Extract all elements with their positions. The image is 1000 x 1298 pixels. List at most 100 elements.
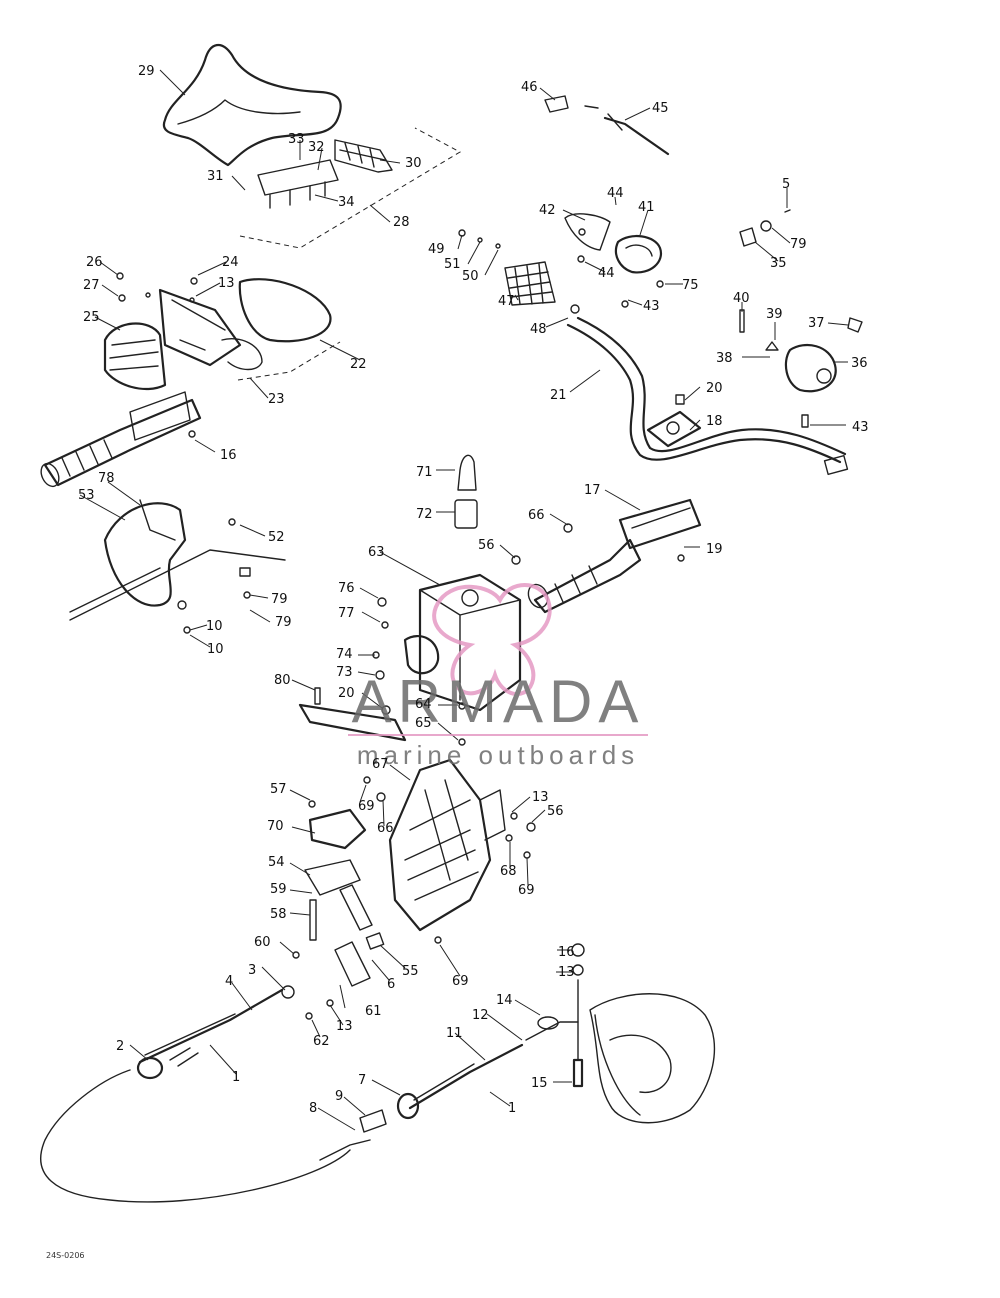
- callout-75: 75: [682, 278, 699, 293]
- callout-73: 73: [336, 665, 353, 680]
- callout-69: 69: [452, 974, 469, 989]
- lever-35-part: [739, 209, 791, 247]
- callout-54: 54: [268, 855, 285, 870]
- callout-14: 14: [496, 993, 513, 1008]
- callout-16: 16: [558, 945, 575, 960]
- callout-74: 74: [336, 647, 353, 662]
- callout-79: 79: [271, 592, 288, 607]
- callout-53: 53: [78, 488, 95, 503]
- callout-7: 7: [358, 1073, 366, 1088]
- callout-19: 19: [706, 542, 723, 557]
- callout-20: 20: [706, 381, 723, 396]
- callout-61: 61: [365, 1004, 382, 1019]
- pivot-16-15: [571, 943, 585, 1088]
- callout-37: 37: [808, 316, 825, 331]
- callout-9: 9: [335, 1089, 343, 1104]
- callout-3: 3: [248, 963, 256, 978]
- callout-79: 79: [790, 237, 807, 252]
- callout-51: 51: [444, 257, 461, 272]
- callout-36: 36: [851, 356, 868, 371]
- callout-32: 32: [308, 140, 325, 155]
- callout-24: 24: [222, 255, 239, 270]
- callout-52: 52: [268, 530, 285, 545]
- callout-45: 45: [652, 101, 669, 116]
- callout-33: 33: [288, 132, 305, 147]
- callout-43: 43: [643, 299, 660, 314]
- callout-43: 43: [852, 420, 869, 435]
- callout-28: 28: [393, 215, 410, 230]
- watermark-tagline: marine outboards: [357, 740, 639, 770]
- callout-23: 23: [268, 392, 285, 407]
- callout-38: 38: [716, 351, 733, 366]
- right-throttle-grip: [527, 498, 702, 614]
- callout-22: 22: [350, 357, 367, 372]
- callout-69: 69: [518, 883, 535, 898]
- handlebar-21: [566, 316, 849, 476]
- seat-cover-part: [162, 44, 342, 167]
- callout-31: 31: [207, 169, 224, 184]
- callout-25: 25: [83, 310, 100, 325]
- callout-1: 1: [232, 1070, 240, 1085]
- callout-62: 62: [313, 1034, 330, 1049]
- cable-11-assembly: [319, 1016, 579, 1161]
- cap-18-part: [646, 394, 702, 448]
- callout-1: 1: [508, 1101, 516, 1116]
- callout-35: 35: [770, 256, 787, 271]
- jet-pump-outline: [589, 993, 716, 1124]
- callout-76: 76: [338, 581, 355, 596]
- callout-56: 56: [547, 804, 564, 819]
- callout-26: 26: [86, 255, 103, 270]
- handle-grip-47: [458, 229, 556, 306]
- callout-11: 11: [446, 1026, 463, 1041]
- callout-8: 8: [309, 1101, 317, 1116]
- callout-13: 13: [336, 1019, 353, 1034]
- callout-41: 41: [638, 200, 655, 215]
- callout-10: 10: [207, 642, 224, 657]
- grip-pad-part: [334, 139, 393, 173]
- throttle-cable-part-45: [544, 95, 670, 156]
- callout-56: 56: [478, 538, 495, 553]
- callout-13: 13: [558, 965, 575, 980]
- callout-77: 77: [338, 606, 355, 621]
- callout-59: 59: [270, 882, 287, 897]
- watermark-logo: ARMADA marine outboards: [348, 583, 648, 770]
- callout-58: 58: [270, 907, 287, 922]
- callout-66: 66: [528, 508, 545, 523]
- bracket-56-part: [304, 808, 385, 950]
- reference-code: 24S-0206: [46, 1251, 85, 1260]
- callout-18: 18: [706, 414, 723, 429]
- callout-80: 80: [274, 673, 291, 688]
- callout-64: 64: [415, 697, 432, 712]
- bracket-31-34-part: [257, 159, 339, 209]
- steering-link-80: [298, 687, 407, 742]
- callout-79: 79: [275, 615, 292, 630]
- callout-6: 6: [387, 977, 395, 992]
- watermark-logo-icon: [432, 583, 552, 696]
- callout-67: 67: [372, 757, 389, 772]
- main-cable-1: [40, 941, 371, 1203]
- leader-lines: [79, 69, 849, 1131]
- group-22-23-outline: [237, 341, 341, 381]
- callout-5: 5: [782, 177, 790, 192]
- callout-68: 68: [500, 864, 517, 879]
- left-handle-housing: [103, 278, 332, 390]
- callout-34: 34: [338, 195, 355, 210]
- left-throttle-grip: [40, 391, 202, 488]
- support-67-part: [388, 758, 506, 932]
- callout-10: 10: [206, 619, 223, 634]
- callout-13: 13: [218, 276, 235, 291]
- callout-44: 44: [607, 186, 624, 201]
- steering-column-63: [403, 454, 522, 712]
- callout-30: 30: [405, 156, 422, 171]
- callout-29: 29: [138, 64, 155, 79]
- callout-21: 21: [550, 388, 567, 403]
- callout-70: 70: [267, 819, 284, 834]
- callout-65: 65: [415, 716, 432, 731]
- callout-66: 66: [377, 821, 394, 836]
- callout-4: 4: [225, 974, 233, 989]
- callout-15: 15: [531, 1076, 548, 1091]
- callout-39: 39: [766, 307, 783, 322]
- callout-17: 17: [584, 483, 601, 498]
